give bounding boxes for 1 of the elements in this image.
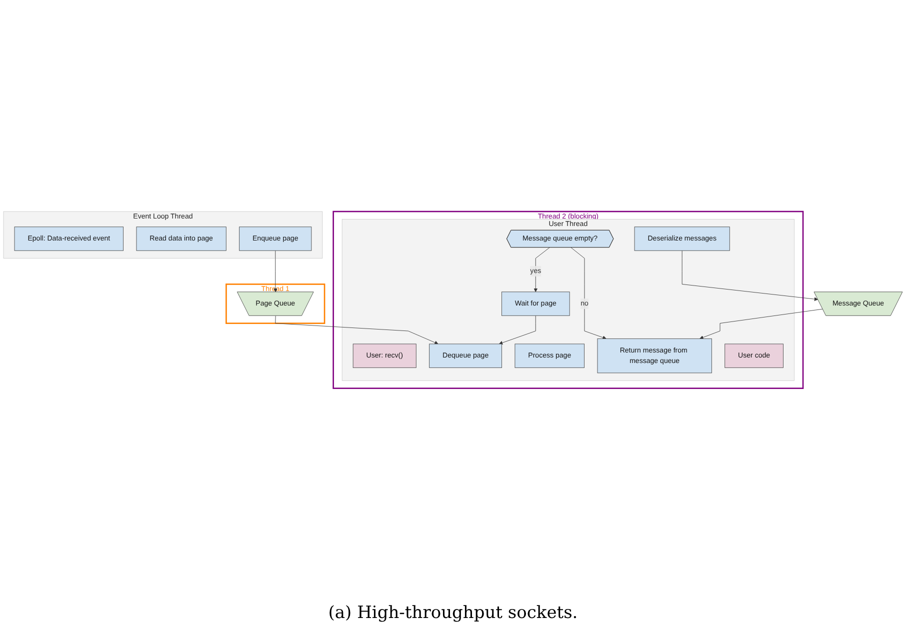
figure-caption: (a) High-throughput sockets.	[328, 603, 578, 623]
